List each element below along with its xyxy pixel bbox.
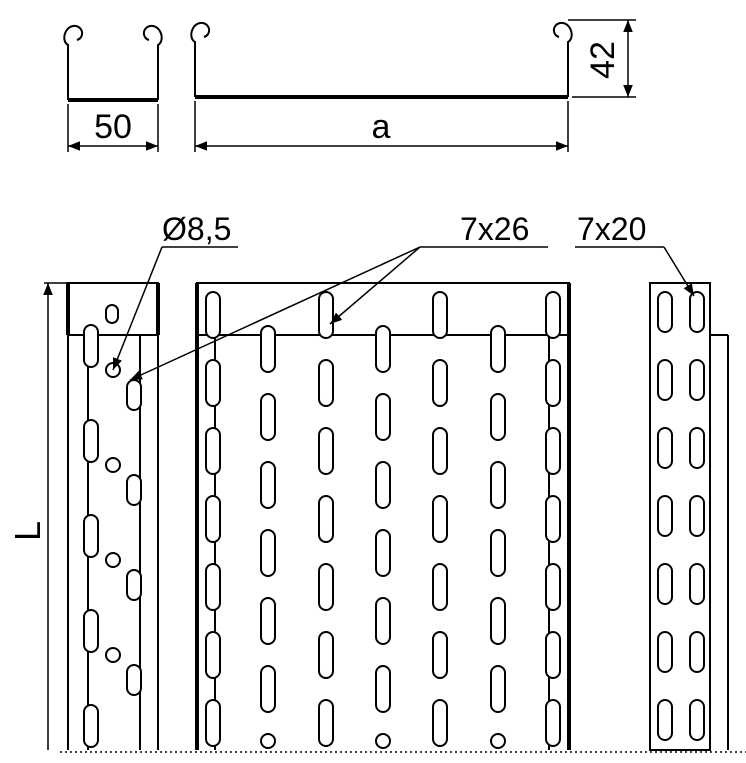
slot-7x26: [375, 325, 391, 373]
slot-7x20: [689, 699, 705, 741]
left-wall-slot: [126, 379, 142, 411]
slot-7x26: [490, 597, 506, 645]
dimension-50-label: 50: [94, 108, 132, 146]
slot-7x26: [545, 563, 561, 611]
dimension-a-label: a: [372, 108, 391, 146]
callout-slot-large-label: 7x26: [460, 211, 529, 247]
slot-7x20: [689, 427, 705, 469]
slot-7x20: [657, 291, 673, 333]
round-hole-8-5: [105, 457, 121, 473]
slot-7x26: [432, 359, 448, 407]
dimension-42: [568, 19, 636, 98]
slot-7x20: [689, 631, 705, 673]
callout-slot-large: [129, 246, 548, 381]
slot-7x26: [432, 563, 448, 611]
round-hole-8-5: [105, 552, 121, 568]
slot-7x26: [318, 359, 334, 407]
slot-7x20: [657, 563, 673, 605]
left-top-slot: [105, 304, 119, 324]
slot-7x26: [490, 733, 506, 749]
slot-7x26: [490, 461, 506, 509]
slot-7x26: [205, 495, 221, 543]
slot-7x26: [260, 325, 276, 373]
slot-7x20: [657, 427, 673, 469]
slot-7x26: [432, 699, 448, 747]
slot-7x26: [432, 495, 448, 543]
slot-7x26: [375, 665, 391, 713]
slot-7x26: [318, 427, 334, 475]
slot-7x26: [432, 427, 448, 475]
left-wall-slot: [126, 569, 142, 601]
slot-7x26: [318, 631, 334, 679]
slot-7x20: [657, 495, 673, 537]
slot-7x26: [545, 631, 561, 679]
callout-slot-small: [575, 246, 695, 297]
slot-7x26: [205, 427, 221, 475]
slot-7x20: [657, 631, 673, 673]
dimension-50: [67, 104, 159, 152]
dimension-length: [43, 282, 68, 750]
slot-7x20: [657, 699, 673, 741]
side-view-left-holes: [83, 304, 142, 748]
left-wall-slot: [126, 474, 142, 506]
slot-7x26: [490, 665, 506, 713]
slot-7x26: [260, 529, 276, 577]
slot-7x26: [260, 733, 276, 749]
slot-7x20: [689, 563, 705, 605]
tray-main-slots: [205, 291, 561, 749]
left-wall-slot: [83, 419, 99, 463]
slot-7x26: [375, 597, 391, 645]
dimension-length-label: L: [7, 521, 48, 541]
left-wall-slot: [83, 324, 99, 368]
slot-7x26: [490, 529, 506, 577]
side-profile-section: [63, 24, 163, 102]
round-hole-8-5: [105, 647, 121, 663]
dimension-a: [194, 101, 569, 152]
slot-7x26: [432, 631, 448, 679]
slot-7x26: [260, 665, 276, 713]
slot-7x26: [545, 291, 561, 339]
slot-7x26: [260, 393, 276, 441]
slot-7x26: [545, 359, 561, 407]
callout-slot-small-label: 7x20: [577, 211, 646, 247]
left-wall-slot: [126, 664, 142, 696]
tray-profile-section: [190, 21, 573, 99]
slot-7x26: [490, 393, 506, 441]
callout-round-hole-label: Ø8,5: [162, 211, 231, 247]
slot-7x20: [689, 495, 705, 537]
slot-7x26: [490, 325, 506, 373]
left-wall-slot: [83, 609, 99, 653]
callout-round-hole: [112, 246, 238, 371]
slot-7x26: [318, 563, 334, 611]
dimension-42-label: 42: [584, 41, 622, 79]
slot-7x26: [205, 699, 221, 747]
slot-7x26: [205, 291, 221, 339]
side-view-left: [66, 282, 160, 750]
slot-7x26: [318, 699, 334, 747]
slot-7x26: [545, 495, 561, 543]
slot-7x20: [689, 291, 705, 333]
side-view-right-slots: [657, 291, 705, 741]
slot-7x26: [205, 631, 221, 679]
slot-7x26: [260, 461, 276, 509]
slot-7x26: [205, 359, 221, 407]
slot-7x20: [657, 359, 673, 401]
slot-7x26: [545, 699, 561, 747]
left-wall-slot: [83, 514, 99, 558]
slot-7x26: [205, 563, 221, 611]
slot-7x26: [318, 495, 334, 543]
slot-7x20: [689, 359, 705, 401]
slot-7x26: [432, 291, 448, 339]
slot-7x26: [375, 393, 391, 441]
left-wall-slot: [83, 704, 99, 748]
slot-7x26: [545, 427, 561, 475]
slot-7x26: [260, 597, 276, 645]
slot-7x26: [318, 291, 334, 339]
slot-7x26: [375, 733, 391, 749]
slot-7x26: [375, 461, 391, 509]
slot-7x26: [375, 529, 391, 577]
